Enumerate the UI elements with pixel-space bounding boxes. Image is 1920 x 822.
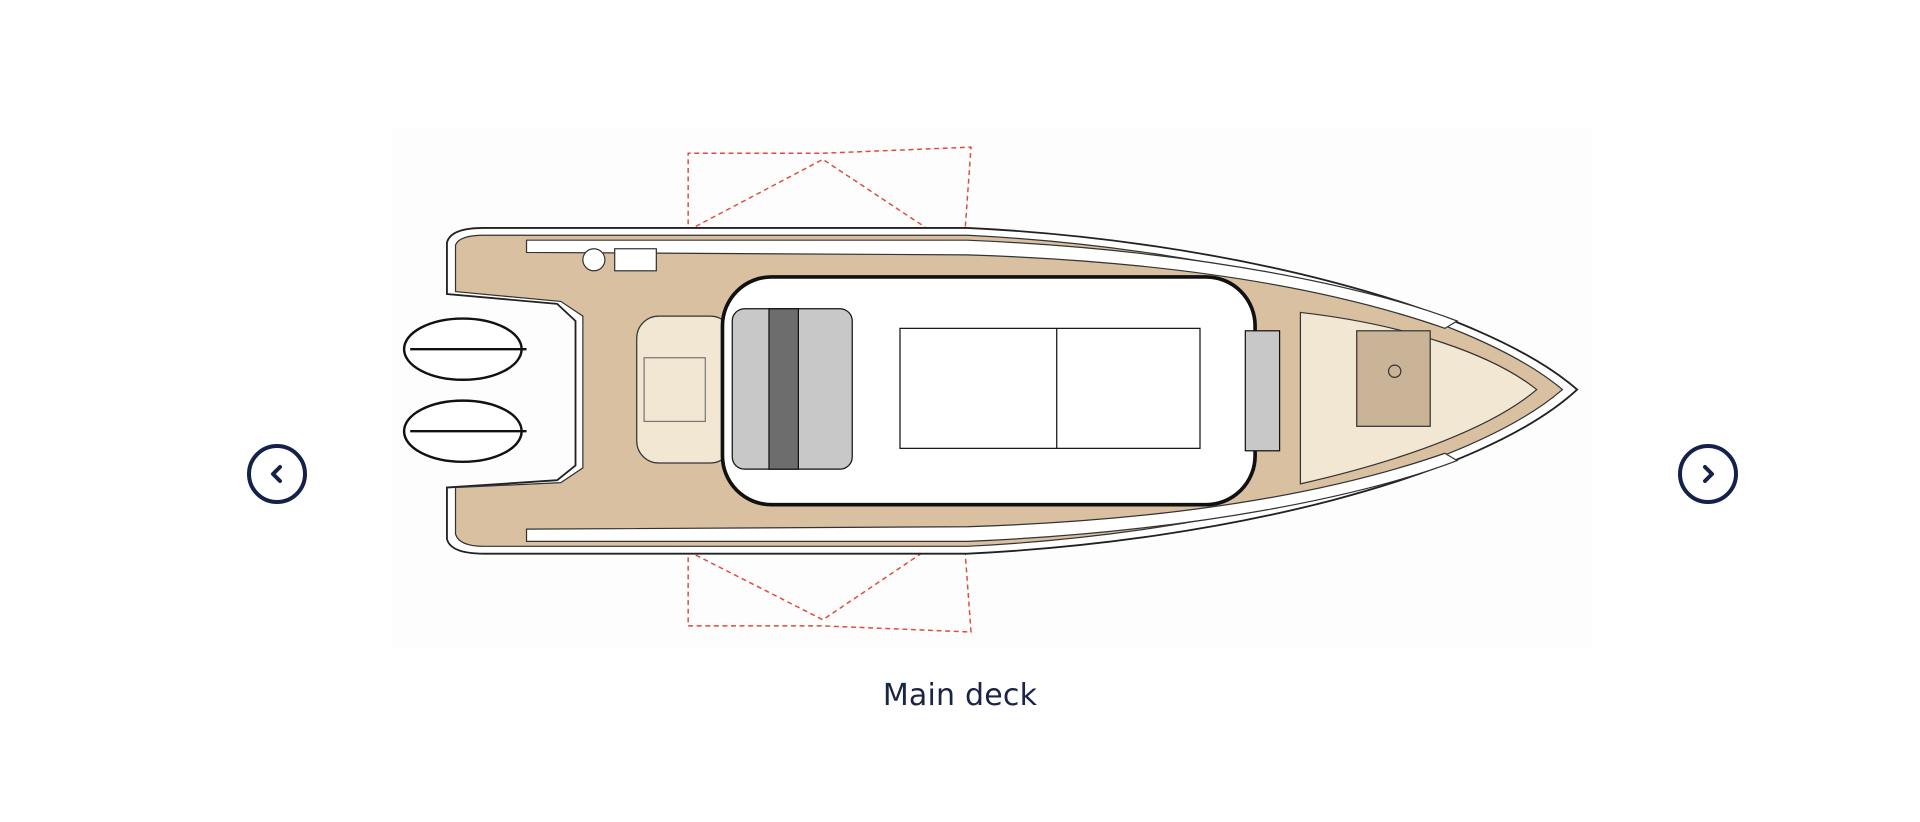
slide-caption: Main deck (882, 678, 1038, 713)
bow-hatch (1356, 330, 1431, 427)
outboard-engines (402, 317, 527, 464)
next-slide-button[interactable] (1678, 444, 1738, 504)
chevron-left-icon (271, 465, 282, 483)
door-swing-bottom (687, 538, 972, 633)
previous-slide-button[interactable] (247, 444, 307, 504)
chevron-right-icon (1703, 465, 1714, 483)
stern-sunpad (636, 315, 733, 464)
